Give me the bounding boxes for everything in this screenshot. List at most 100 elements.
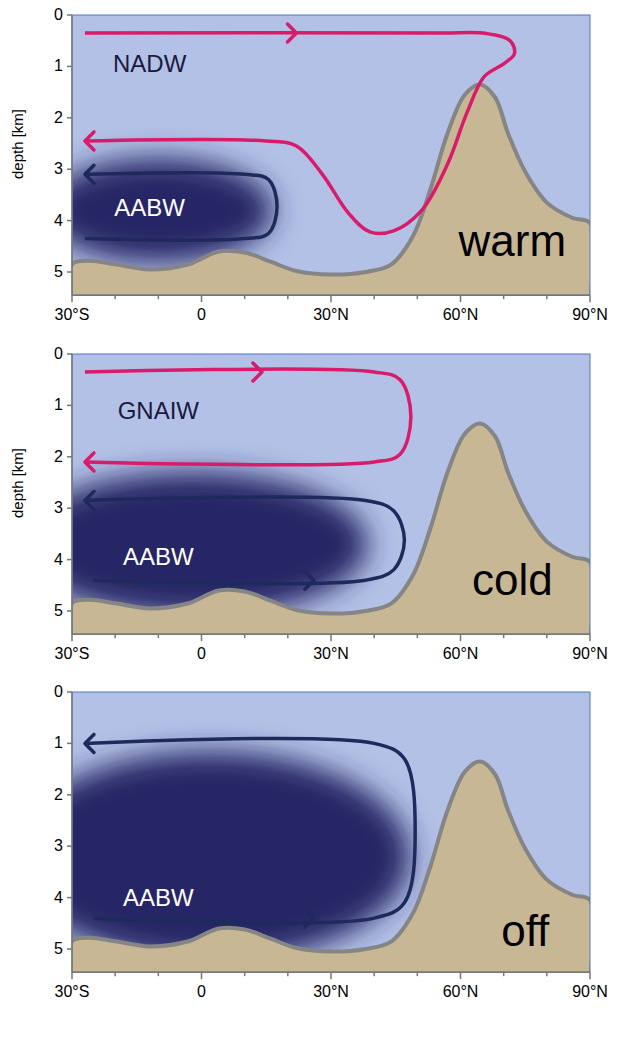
y-tick [67,66,72,68]
y-tick [67,168,72,170]
tick-label: 2 [54,449,63,465]
tick-label: 30°S [55,984,90,1000]
x-tick [589,634,591,641]
tick-label: 30°N [313,307,349,323]
x-tick [287,295,289,299]
circulation-arrow [85,497,404,584]
tick-label: 60°N [443,307,479,323]
tick-label: 90°N [572,646,608,662]
y-tick [67,794,72,796]
state-label: cold [472,558,553,602]
water-mass-label: NADW [113,52,186,76]
tick-label: 5 [54,264,63,280]
x-tick [546,634,548,638]
y-tick [67,220,72,222]
y-tick [67,353,72,355]
tick-label: 0 [197,646,206,662]
water-mass-label: AABW [123,886,194,910]
arrowhead [85,734,94,752]
state-label: off [501,909,549,953]
x-tick [460,295,462,302]
x-tick [114,295,116,299]
arrowhead [305,571,314,589]
tick-label: 4 [54,890,63,906]
x-tick [330,972,332,979]
x-tick [158,972,160,976]
x-tick [589,972,591,979]
tick-label: 30°N [313,646,349,662]
tick-label: 0 [197,307,206,323]
tick-label: 30°S [55,646,90,662]
water-mass-label: GNAIW [118,399,199,423]
x-tick [373,972,375,976]
state-label: warm [459,219,567,263]
y-tick [67,405,72,407]
tick-label: 1 [54,397,63,413]
x-tick [244,634,246,638]
arrowhead [253,363,262,381]
y-tick [67,691,72,693]
x-tick [71,295,73,302]
x-tick [589,295,591,302]
tick-label: 0 [54,7,63,23]
tick-label: 90°N [572,307,608,323]
x-tick [417,295,419,299]
x-tick [373,295,375,299]
x-tick [460,972,462,979]
x-tick [287,972,289,976]
y-tick [67,271,72,273]
arrowhead [85,453,94,471]
x-tick [244,295,246,299]
tick-label: 30°S [55,307,90,323]
y-tick [67,14,72,16]
arrowhead [287,24,296,42]
water-mass-label: AABW [123,545,194,569]
x-tick [417,972,419,976]
x-tick [114,634,116,638]
x-tick [546,972,548,976]
axis-title: depth [km] [10,108,25,178]
x-tick [71,634,73,641]
y-tick [67,845,72,847]
tick-label: 0 [54,684,63,700]
tick-label: 0 [54,346,63,362]
arrowhead [85,165,94,183]
tick-label: 5 [54,603,63,619]
tick-label: 90°N [572,984,608,1000]
y-axis [71,15,73,295]
x-tick [503,972,505,976]
x-tick [373,634,375,638]
y-tick [67,117,72,119]
tick-label: 2 [54,787,63,803]
tick-label: 3 [54,838,63,854]
y-tick [67,507,72,509]
x-tick [287,634,289,638]
y-axis [71,692,73,972]
section-panel [10,692,594,980]
x-tick [330,295,332,302]
y-tick [67,610,72,612]
tick-label: 4 [54,552,63,568]
circulation-arrow [85,369,411,465]
tick-label: 0 [197,984,206,1000]
tick-label: 30°N [313,984,349,1000]
circulation-arrow [85,173,277,240]
x-tick [114,972,116,976]
tick-label: 3 [54,500,63,516]
y-tick [67,948,72,950]
sea-floor-topography [72,761,590,972]
x-tick [158,295,160,299]
tick-label: 3 [54,161,63,177]
arrowhead [85,132,94,150]
plot-area [72,15,590,295]
plot-frame [72,15,590,295]
x-tick [417,634,419,638]
tick-label: 60°N [443,984,479,1000]
tick-label: 2 [54,110,63,126]
tick-label: 1 [54,58,63,74]
y-tick [67,743,72,745]
x-tick [158,634,160,638]
arrowhead [85,491,94,509]
